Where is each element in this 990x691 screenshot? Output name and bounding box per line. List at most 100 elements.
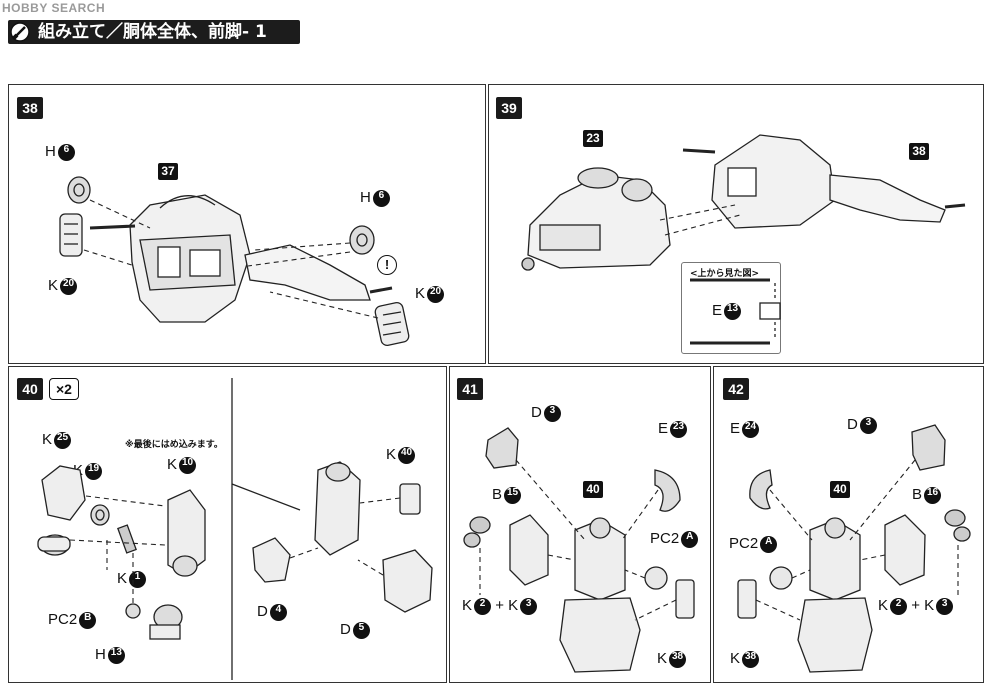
part-number-badge: 4: [269, 603, 287, 621]
multiplier-badge: ×2: [49, 378, 79, 400]
part-letter: PC2: [650, 530, 680, 547]
part-letter: K: [924, 597, 935, 614]
part-number-badge: 24: [742, 420, 760, 438]
part-letter: D: [531, 404, 542, 421]
part-number-badge: 6: [372, 189, 390, 207]
part-number-badge: 19: [85, 462, 103, 480]
part-letter: E: [730, 420, 741, 437]
part-letter: E: [658, 420, 669, 437]
part-number-badge: 38: [742, 650, 760, 668]
part-letter: PC2: [729, 535, 759, 552]
part-letter: B: [492, 486, 503, 503]
part-number-badge: 16: [924, 486, 942, 504]
part-number-badge: 40: [398, 446, 416, 464]
part-letter: K: [730, 650, 741, 667]
part-letter: H: [45, 143, 56, 160]
ref-step-badge: 40: [830, 481, 850, 498]
screwdriver-icon: [10, 22, 30, 42]
plus-sign: +: [495, 597, 504, 614]
part-number-badge: 3: [936, 597, 954, 615]
part-letter: H: [360, 189, 371, 206]
ref-step-badge: 23: [583, 130, 603, 147]
title-bar: [8, 20, 300, 44]
part-number-badge: B: [79, 611, 97, 629]
part-letter: PC2: [48, 611, 78, 628]
ref-step-badge: 38: [909, 143, 929, 160]
part-number-badge: 38: [669, 650, 687, 668]
part-letter: K: [657, 650, 668, 667]
step-number: 42: [723, 378, 749, 400]
part-number-badge: 13: [724, 302, 742, 320]
part-letter: D: [340, 621, 351, 638]
assembly-note: ※最後にはめ込みます。: [125, 440, 223, 450]
part-number-badge: 5: [352, 621, 370, 639]
part-letter: B: [912, 486, 923, 503]
part-letter: D: [257, 603, 268, 620]
step-38-panel: [8, 84, 486, 364]
page-title: 組み立て／胴体全体、前脚- 1: [38, 22, 267, 42]
part-number-badge: 6: [57, 143, 75, 161]
part-number-badge: 13: [107, 646, 125, 664]
part-number-badge: 2: [890, 597, 908, 615]
part-letter: K: [117, 570, 128, 587]
ref-step-badge: 37: [158, 163, 178, 180]
part-letter: K: [167, 456, 178, 473]
part-number-badge: 25: [54, 431, 72, 449]
step-number: 39: [496, 97, 522, 119]
ref-step-badge: 40: [583, 481, 603, 498]
part-letter: D: [847, 416, 858, 433]
part-letter: K: [415, 285, 426, 302]
part-number-badge: A: [681, 530, 699, 548]
part-number-badge: 10: [179, 456, 197, 474]
part-number-badge: 3: [859, 416, 877, 434]
plus-sign: +: [911, 597, 920, 614]
part-letter: H: [95, 646, 106, 663]
part-letter: K: [48, 277, 59, 294]
part-number-badge: 23: [670, 420, 688, 438]
part-letter: K: [42, 431, 53, 448]
step-number: 38: [17, 97, 43, 119]
part-letter: K: [386, 446, 397, 463]
part-number-badge: 2: [474, 597, 492, 615]
part-number-badge: 3: [520, 597, 538, 615]
inset-title: <上から見た図>: [690, 269, 760, 279]
part-number-badge: 3: [543, 404, 561, 422]
part-number-badge: 20: [60, 277, 78, 295]
part-letter: E: [712, 302, 723, 319]
step-40-panel: [8, 366, 447, 683]
part-number-badge: A: [760, 535, 778, 553]
part-letter: K: [878, 597, 889, 614]
part-letter: K: [508, 597, 519, 614]
caution-icon: !: [377, 255, 397, 275]
part-number-badge: 20: [427, 285, 445, 303]
watermark: HOBBY SEARCH: [2, 1, 106, 15]
step-number: 40: [17, 378, 43, 400]
